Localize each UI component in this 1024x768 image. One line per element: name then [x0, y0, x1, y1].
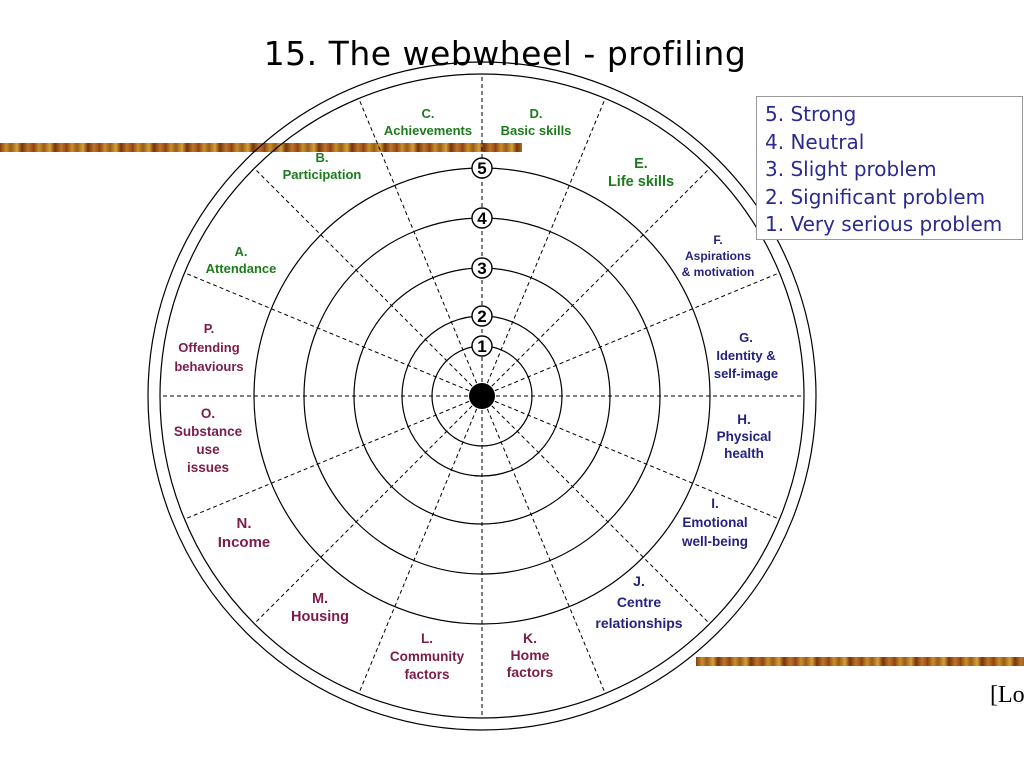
decorative-stripe-top	[0, 143, 522, 152]
segment-label-c: C. Achievements	[384, 106, 472, 138]
segment-label-h: H. Physical health	[717, 412, 772, 461]
segment-label-j: J. Centre relationships	[595, 573, 682, 631]
segment-label-e-line-2: Life skills	[608, 174, 674, 190]
segment-label-o: O. Substance use issues	[174, 406, 243, 475]
legend-item-significant-problem: 2. Significant problem	[765, 184, 986, 209]
wheel-centre-hub	[469, 383, 495, 409]
segment-label-p-line-1: P.	[204, 321, 215, 336]
segment-label-k-line-3: factors	[507, 664, 554, 680]
segment-divider-11	[253, 405, 473, 625]
segment-label-e: E. Life skills	[608, 156, 674, 190]
segment-label-h-line-3: health	[724, 446, 764, 461]
segment-label-a-line-1: A.	[235, 244, 248, 259]
segment-divider-4	[494, 272, 780, 392]
segment-label-g-line-2: Identity &	[716, 348, 775, 363]
segment-label-j-line-1: J.	[633, 573, 645, 589]
legend-item-strong: 5. Strong	[765, 102, 857, 126]
ring-number-badge-1	[471, 335, 493, 357]
segment-label-l-line-3: factors	[404, 667, 449, 682]
segment-label-p: P. Offending behaviours	[174, 321, 243, 374]
segment-label-d-line-2: Basic skills	[501, 123, 572, 138]
segment-label-i-line-1: I.	[711, 496, 719, 511]
segment-label-l-line-1: L.	[421, 631, 433, 646]
ring-number-badge-2	[471, 305, 493, 327]
legend-item-neutral: 4. Neutral	[765, 129, 865, 154]
segment-label-d-line-1: D.	[530, 106, 543, 121]
segment-label-k-line-2: Home	[511, 647, 550, 663]
segment-label-c-line-2: Achievements	[384, 123, 472, 138]
segment-label-l: L. Community factors	[390, 631, 465, 682]
segment-label-n-line-2: Income	[218, 534, 271, 551]
segment-divider-10	[358, 408, 478, 694]
rating-legend: 5. Strong 4. Neutral 3. Slight problem 2…	[756, 96, 1023, 240]
segment-label-f-line-3: & motivation	[682, 265, 755, 279]
segment-divider-6	[494, 400, 780, 520]
slide-title: 15. The webwheel - profiling	[263, 34, 747, 73]
segment-label-f-line-1: F.	[713, 233, 722, 247]
segment-label-i-line-2: Emotional	[682, 515, 747, 530]
ring-number-badge-3	[471, 257, 493, 279]
segment-label-b-line-2: Participation	[283, 167, 362, 182]
segment-label-n-line-1: N.	[237, 515, 252, 532]
segment-divider-15	[253, 167, 473, 387]
segment-label-k-line-1: K.	[523, 630, 537, 646]
segment-divider-8	[486, 408, 606, 694]
segment-label-o-line-1: O.	[201, 406, 215, 421]
footer-reference: [Lo	[990, 682, 1024, 708]
segment-label-p-line-2: Offending	[178, 340, 239, 355]
segment-label-j-line-2: Centre	[617, 594, 662, 610]
segment-label-o-line-4: issues	[187, 460, 229, 475]
segment-label-c-line-1: C.	[422, 106, 435, 121]
segment-label-o-line-3: use	[196, 442, 220, 457]
wheel-inner-rim	[159, 73, 805, 719]
segment-divider-14	[184, 272, 470, 392]
ring-number-3: 3	[477, 259, 486, 278]
wheel-outer-rim	[147, 61, 817, 731]
ring-number-badge-4	[471, 207, 493, 229]
segment-divider-12	[184, 400, 470, 520]
segment-label-i-line-3: well-being	[681, 534, 748, 549]
segment-label-m-line-1: M.	[312, 591, 328, 607]
segment-label-a-line-2: Attendance	[206, 261, 277, 276]
ring-number-badge-5	[471, 157, 493, 179]
segment-label-h-line-2: Physical	[717, 429, 772, 444]
segment-label-i: I. Emotional well-being	[681, 496, 748, 549]
segment-divider-3	[491, 167, 711, 387]
segment-label-j-line-3: relationships	[595, 615, 682, 631]
segment-label-e-line-1: E.	[634, 156, 648, 172]
segment-label-g: G. Identity & self-image	[714, 330, 778, 381]
ring-number-1: 1	[477, 337, 486, 356]
segment-divider-16	[358, 98, 478, 384]
segment-label-o-line-2: Substance	[174, 424, 243, 439]
segment-label-l-line-2: Community	[390, 649, 465, 664]
segment-label-b-line-1: B.	[316, 150, 329, 165]
segment-label-h-line-1: H.	[737, 412, 751, 427]
segment-label-p-line-3: behaviours	[174, 359, 243, 374]
segment-label-g-line-1: G.	[739, 330, 753, 345]
ring-number-2: 2	[477, 307, 486, 326]
segment-label-d: D. Basic skills	[501, 106, 572, 138]
segment-divider-7	[491, 405, 711, 625]
segment-label-g-line-3: self-image	[714, 366, 778, 381]
segment-label-m-line-2: Housing	[291, 609, 349, 625]
segment-label-n: N. Income	[218, 515, 271, 551]
segment-label-f-line-2: Aspirations	[685, 249, 751, 263]
legend-item-slight-problem: 3. Slight problem	[765, 157, 937, 181]
ring-number-4: 4	[477, 209, 487, 228]
ring-number-5: 5	[477, 159, 486, 178]
segment-label-m: M. Housing	[291, 591, 349, 625]
decorative-stripe-bottom	[696, 657, 1024, 666]
segment-label-a: A. Attendance	[206, 244, 277, 276]
segment-label-f: F. Aspirations & motivation	[682, 233, 755, 279]
legend-item-very-serious-problem: 1. Very serious problem	[765, 212, 1003, 236]
segment-label-b: B. Participation	[283, 150, 362, 182]
segment-divider-2	[486, 98, 606, 384]
